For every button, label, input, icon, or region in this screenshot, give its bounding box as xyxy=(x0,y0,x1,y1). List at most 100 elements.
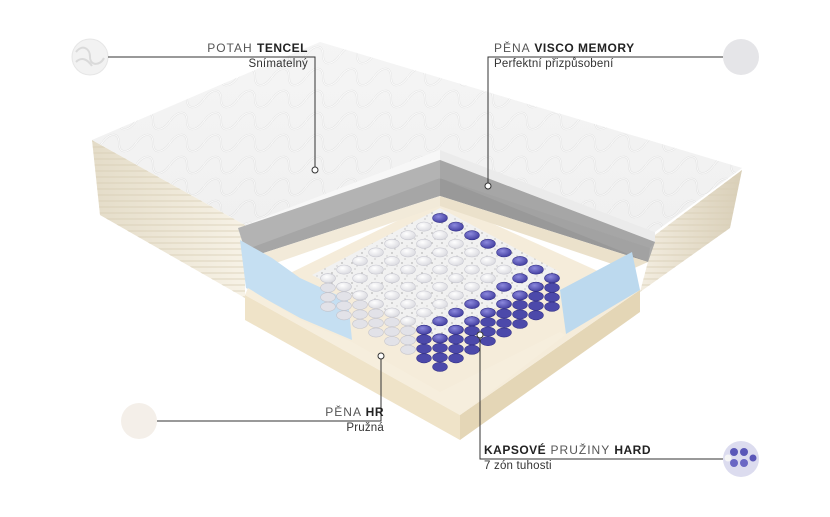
spring-coil xyxy=(512,273,528,284)
springs-leader xyxy=(479,335,723,460)
spring-coil xyxy=(464,230,480,241)
spring-coil xyxy=(432,264,448,275)
spring-coil xyxy=(512,256,528,266)
spring-coil xyxy=(448,256,464,266)
cover-prefix: POTAH xyxy=(207,41,253,55)
spring-coil xyxy=(432,247,448,258)
visco-front xyxy=(238,160,440,250)
spring-coil xyxy=(432,213,448,223)
spring-coil xyxy=(368,264,384,275)
visco-leader xyxy=(487,56,723,186)
cover-subtitle: Snímatelný xyxy=(248,58,308,70)
spring-coil xyxy=(464,281,480,292)
spring-coil xyxy=(528,264,544,275)
spring-coil xyxy=(416,256,432,266)
hr-leader xyxy=(157,356,382,422)
spring-coil xyxy=(384,307,400,346)
spring-coil xyxy=(352,256,368,266)
hr-leader-dot xyxy=(377,352,385,360)
spring-coil xyxy=(464,264,480,275)
spring-coil xyxy=(464,299,480,309)
spring-coil xyxy=(464,247,480,258)
spring-coil xyxy=(448,221,464,232)
spring-coil xyxy=(480,290,496,301)
spring-coil xyxy=(352,273,368,284)
springs-callout: KAPSOVÉ PRUŽINY HARD 7 zón tuhosti xyxy=(484,444,651,473)
spring-coil xyxy=(336,281,352,321)
spring-coil xyxy=(432,299,448,309)
hr-prefix: PĚNA xyxy=(325,405,362,419)
springs-leader-dot xyxy=(476,331,484,339)
visco-front-right xyxy=(440,160,655,262)
spring-coil xyxy=(432,281,448,292)
blue-foam-right xyxy=(560,252,640,334)
blue-foam-left xyxy=(240,240,352,340)
spring-coil xyxy=(384,256,400,266)
visco-leader-dot xyxy=(484,182,492,190)
spring-coil xyxy=(400,264,416,275)
visco-callout: PĚNA VISCO MEMORY Perfektní přizpůsobení xyxy=(494,42,635,71)
springs-subtitle: 7 zón tuhosti xyxy=(484,460,552,472)
spring-coil xyxy=(400,281,416,292)
spring-coil xyxy=(400,316,416,355)
springs-name-1: KAPSOVÉ xyxy=(484,443,547,457)
hr-swatch-icon xyxy=(121,403,157,439)
spring-coil xyxy=(480,273,496,284)
spring-coil xyxy=(496,247,512,258)
visco-subtitle: Perfektní přizpůsobení xyxy=(494,58,614,70)
comfort-layer-right xyxy=(440,196,648,270)
spring-coil xyxy=(480,256,496,266)
visco-left-face xyxy=(245,178,440,258)
springs-prefix: PRUŽINY xyxy=(550,443,610,457)
cover-top-shade xyxy=(92,42,742,232)
visco-swatch-icon xyxy=(723,39,759,75)
spring-coil xyxy=(448,273,464,284)
spring-coil xyxy=(368,247,384,258)
hr-foam-right-face xyxy=(460,290,640,440)
spring-coil xyxy=(480,307,496,346)
spring-coil xyxy=(432,316,448,327)
spring-coil xyxy=(368,281,384,292)
spring-coil xyxy=(448,307,464,318)
spring-coil xyxy=(320,273,336,312)
pocket-springs xyxy=(320,213,560,372)
spring-coil xyxy=(384,273,400,284)
spring-coil xyxy=(432,333,448,372)
hr-subtitle: Pružná xyxy=(346,422,384,434)
spring-coil xyxy=(480,238,496,249)
spring-coil xyxy=(416,290,432,301)
spring-coil xyxy=(512,290,528,329)
spring-coil xyxy=(416,324,432,364)
springs-name-2: HARD xyxy=(614,443,651,457)
visco-prefix: PĚNA xyxy=(494,41,531,55)
comfort-layer-left xyxy=(248,196,440,265)
hr-base-front xyxy=(245,288,565,415)
mattress-left-side-ribs xyxy=(92,140,245,298)
spring-coil xyxy=(496,299,512,338)
cover-callout: POTAH TENCEL Snímatelný xyxy=(207,42,308,71)
spring-coil xyxy=(336,264,352,275)
spring-coil xyxy=(352,290,368,329)
spring-coil xyxy=(464,316,480,355)
spring-coil xyxy=(400,299,416,309)
spring-coil xyxy=(416,238,432,249)
cover-name: TENCEL xyxy=(257,41,308,55)
spring-coil xyxy=(496,264,512,275)
cover-cut-right xyxy=(440,150,655,242)
spring-coil xyxy=(384,238,400,249)
spring-coil xyxy=(448,324,464,364)
visco-name: VISCO MEMORY xyxy=(534,41,635,55)
cover-leader xyxy=(108,56,316,170)
spring-coil xyxy=(416,307,432,318)
spring-coil xyxy=(416,273,432,284)
hr-name: HR xyxy=(365,405,384,419)
spring-coil xyxy=(400,230,416,241)
spring-coil xyxy=(384,290,400,301)
spring-coil xyxy=(528,281,544,321)
spring-coil xyxy=(496,281,512,292)
spring-coil xyxy=(448,238,464,249)
spring-coil xyxy=(448,290,464,301)
cover-swatch-texture xyxy=(75,46,105,67)
